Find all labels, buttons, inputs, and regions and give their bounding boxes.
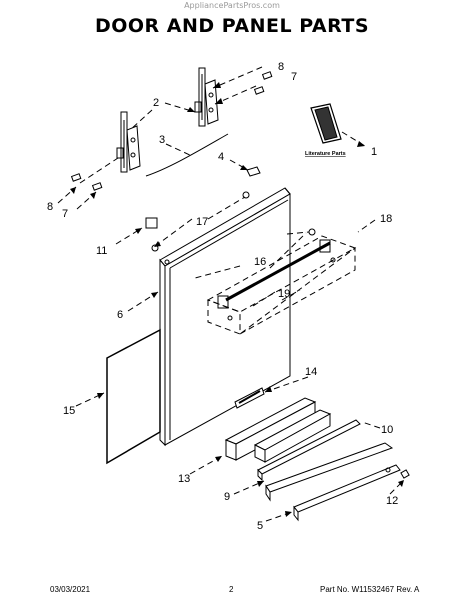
handle-assembly — [206, 235, 357, 335]
callout-18: 18 — [380, 213, 392, 225]
watermark: AppliancePartsPros.com — [184, 1, 280, 10]
callout-16: 16 — [254, 256, 266, 268]
left-hinge — [116, 111, 141, 173]
literature-label: Literature Parts — [305, 151, 346, 157]
callout-2: 2 — [153, 97, 159, 109]
hinge-screws — [70, 71, 273, 191]
callout-6: 6 — [117, 309, 123, 321]
footer-date: 03/03/2021 — [50, 585, 91, 594]
hinge-cable — [145, 133, 229, 177]
arrow-heads — [70, 82, 404, 517]
callout-9: 9 — [224, 491, 230, 503]
callout-3: 3 — [159, 134, 165, 146]
callout-4: 4 — [218, 151, 224, 163]
callout-15: 15 — [63, 405, 75, 417]
callout-7b: 7 — [62, 208, 68, 220]
callout-10: 10 — [381, 424, 393, 436]
callout-11: 11 — [96, 245, 107, 257]
bumper — [145, 217, 158, 229]
callout-13: 13 — [178, 473, 190, 485]
callout-5: 5 — [257, 520, 263, 532]
callout-19: 19 — [278, 288, 290, 300]
callout-8a: 8 — [278, 61, 284, 73]
footer-page: 2 — [229, 585, 234, 594]
callout-14: 14 — [305, 366, 317, 378]
callout-17: 17 — [196, 216, 208, 228]
trim-pieces — [257, 419, 410, 522]
console-badge — [234, 387, 265, 409]
footer-part-no: Part No. W11532467 Rev. A — [320, 585, 420, 594]
clip — [246, 166, 261, 177]
literature-booklet — [310, 103, 342, 144]
callout-8b: 8 — [47, 201, 53, 213]
right-hinge — [194, 67, 219, 127]
door-panel — [151, 187, 316, 447]
callout-7a: 7 — [291, 71, 297, 83]
gasket — [106, 328, 161, 465]
control-panel — [224, 397, 332, 463]
callout-12: 12 — [386, 495, 398, 507]
page-title: DOOR AND PANEL PARTS — [94, 15, 370, 37]
callout-1: 1 — [371, 146, 377, 158]
leader-lines — [57, 66, 405, 522]
